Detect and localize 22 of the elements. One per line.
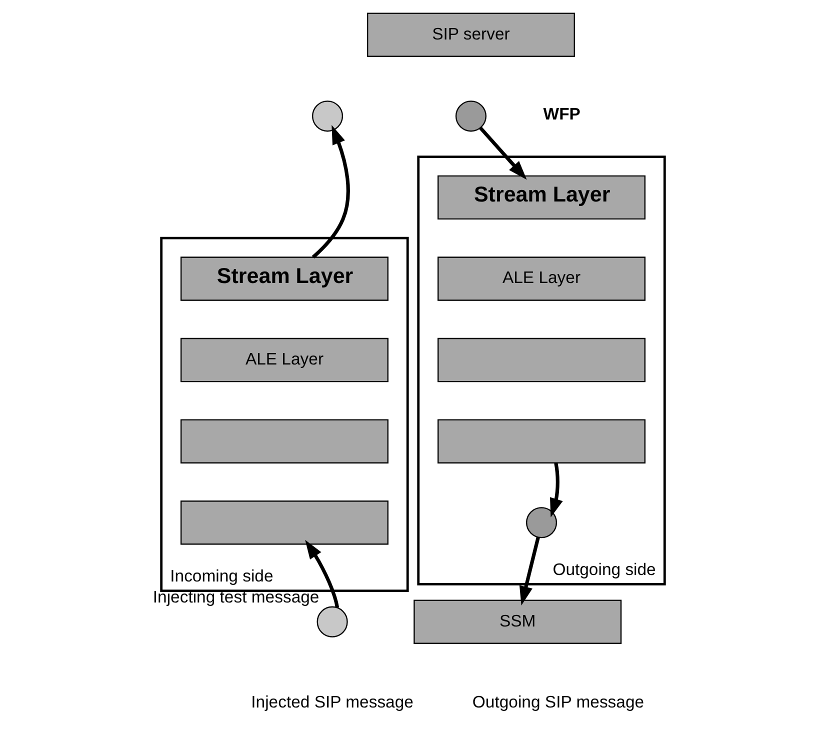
- node-box: [438, 419, 646, 464]
- node-box: [180, 500, 388, 545]
- arrow: [519, 536, 540, 606]
- arrow: [550, 462, 563, 518]
- legend-label: Outgoing SIP message: [472, 692, 644, 712]
- node-box: Stream Layer: [438, 175, 646, 220]
- legend-label: Injected SIP message: [251, 692, 414, 712]
- node-circle: [526, 507, 558, 538]
- node-box: ALE Layer: [180, 338, 388, 382]
- arrow: [312, 125, 350, 259]
- arrow: [305, 540, 340, 608]
- label: WFP: [543, 104, 580, 124]
- node-box: ALE Layer: [438, 256, 646, 301]
- arrow: [479, 126, 527, 180]
- node-circle: [455, 100, 487, 132]
- node-box: [438, 338, 646, 382]
- node-box: Stream Layer: [180, 256, 388, 301]
- node-box: SIP server: [366, 12, 575, 57]
- node-box: SSM: [414, 600, 622, 644]
- node-box: [180, 419, 388, 464]
- node-circle: [316, 606, 348, 638]
- node-circle: [312, 100, 344, 132]
